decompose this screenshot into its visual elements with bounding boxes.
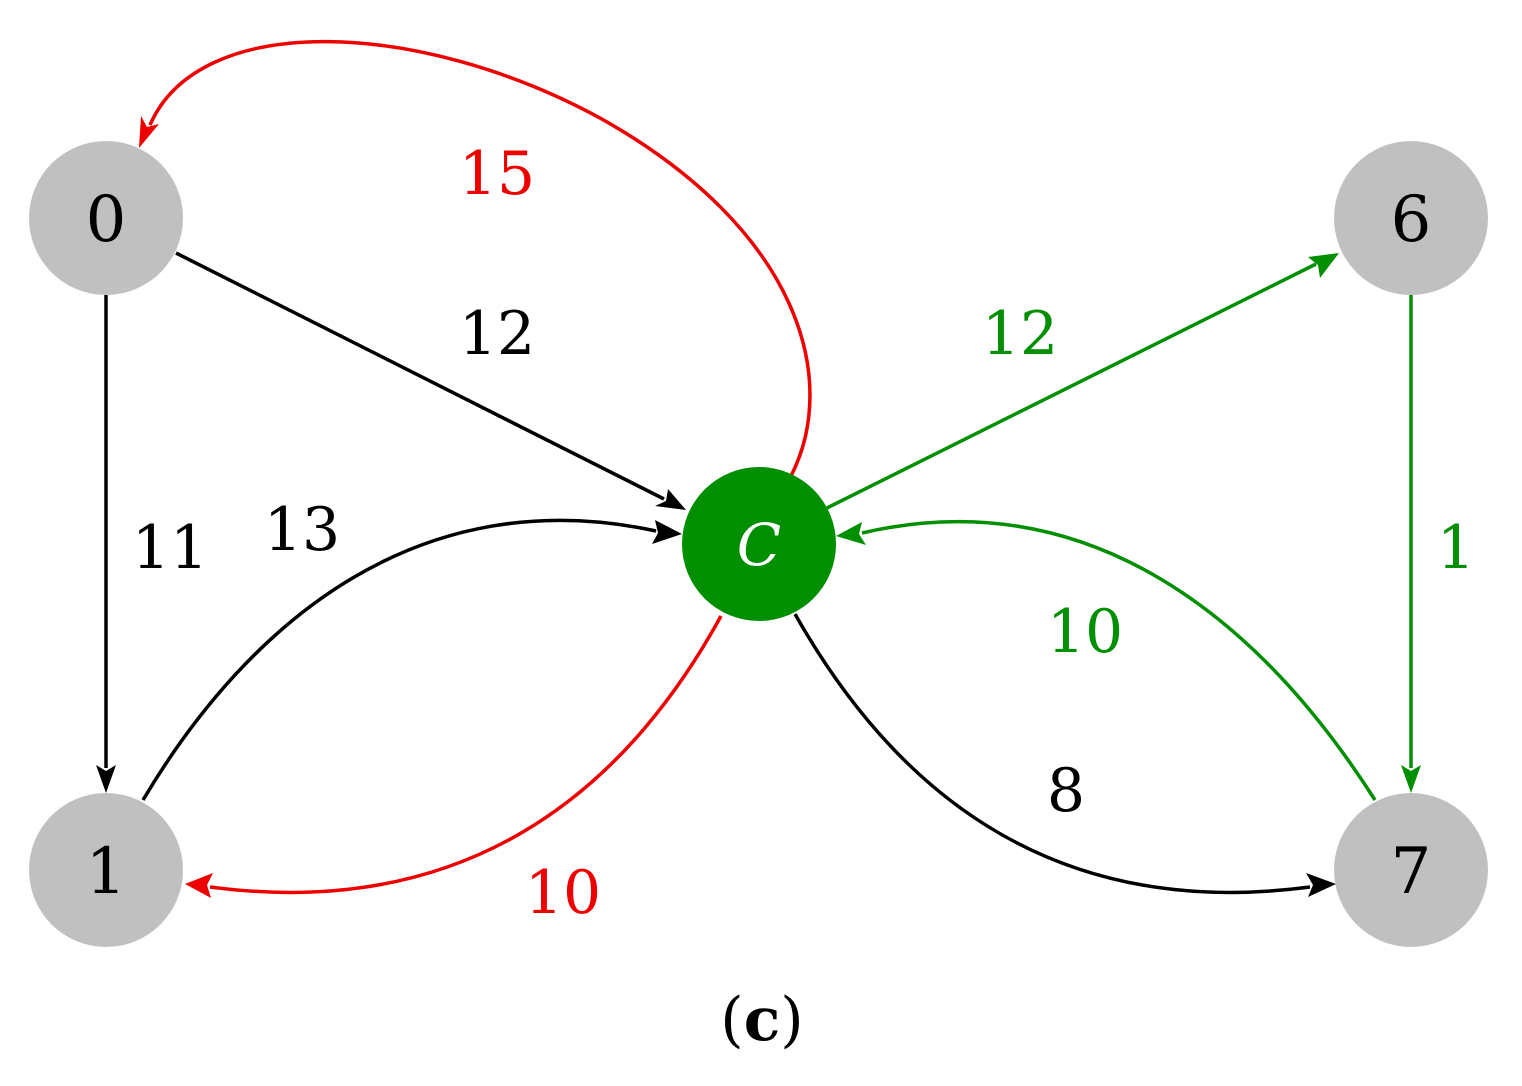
arrowhead-7-to-c <box>836 522 866 545</box>
arrowhead-c-to-7 <box>1306 873 1336 897</box>
node-6-label: 6 <box>1391 183 1432 257</box>
node-6: 6 <box>1334 141 1488 295</box>
caption-open-paren: ( <box>720 985 743 1055</box>
weight-label-c-to-7: 8 <box>1047 756 1085 826</box>
node-7: 7 <box>1334 793 1488 947</box>
node-0: 0 <box>29 141 183 295</box>
weight-label-c-to-1: 10 <box>525 858 601 928</box>
arrowhead-0-to-1 <box>96 765 116 793</box>
figure-caption: (c) <box>720 985 803 1055</box>
node-0-label: 0 <box>86 183 127 257</box>
edge-c-to-6 <box>826 262 1317 510</box>
node-center: C <box>682 467 836 621</box>
caption-close-paren: ) <box>780 985 803 1055</box>
edge-1-to-c <box>141 518 657 801</box>
arrowhead-c-to-1 <box>185 873 213 898</box>
weight-label-1-to-c: 13 <box>264 495 340 565</box>
arrowhead-6-to-7 <box>1401 765 1421 793</box>
weight-label-c-to-6: 12 <box>982 299 1058 369</box>
weight-label-7-to-c: 10 <box>1047 597 1123 667</box>
weight-label-0-to-1: 11 <box>132 513 208 583</box>
node-1-label: 1 <box>86 835 127 909</box>
weight-label-6-to-7: 1 <box>1437 513 1475 583</box>
weight-label-c-to-0: 15 <box>459 139 535 209</box>
edge-c-to-7 <box>793 613 1311 895</box>
arrowhead-1-to-c <box>652 520 682 544</box>
caption-letter: c <box>744 985 781 1055</box>
weight-label-0-to-c: 12 <box>459 299 535 369</box>
edge-0-to-c <box>175 251 665 501</box>
arrowhead-c-to-6 <box>1308 253 1339 278</box>
node-7-label: 7 <box>1391 835 1432 909</box>
edge-c-to-0 <box>148 39 812 477</box>
node-center-label: C <box>737 511 781 579</box>
node-1: 1 <box>29 793 183 947</box>
arrowhead-c-to-0 <box>139 116 159 148</box>
edge-c-to-1 <box>209 615 723 895</box>
edge-7-to-c <box>861 519 1377 801</box>
arrowhead-0-to-c <box>655 489 686 510</box>
